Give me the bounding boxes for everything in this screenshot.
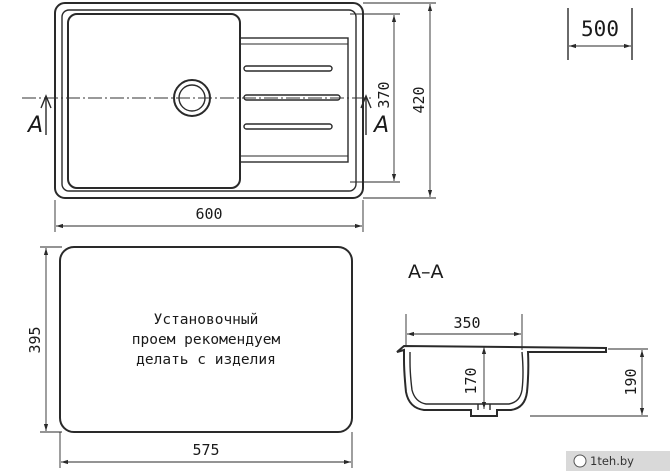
section-label-right: A: [372, 113, 389, 138]
width-dim-label: 600: [195, 205, 222, 223]
sink-outer-contour: [54, 2, 364, 199]
section-title: А–А: [408, 261, 444, 283]
cabinet-box: 500: [567, 8, 633, 60]
drainer-groove: [243, 94, 341, 101]
cutout-note-line3: делать с изделия: [136, 352, 276, 368]
section-label-left: A: [26, 113, 43, 138]
cutout-outline: [59, 246, 353, 433]
section-outer-profile: [396, 344, 607, 417]
watermark-logo-icon: [573, 454, 587, 468]
dimension-190: 190: [530, 348, 648, 417]
sink-top-view: [22, 2, 372, 199]
section-profile: [396, 344, 607, 417]
cutout-note-line2: проем рекомендуем: [132, 332, 281, 348]
dimension-600: 600: [54, 200, 364, 232]
dimension-395: 395: [26, 246, 62, 433]
section-drain-fitting: [477, 404, 491, 410]
cutout-view: Установочный проем рекомендуем делать с …: [59, 246, 353, 433]
dimension-575: 575: [59, 432, 353, 468]
bowl-width-dim-label: 350: [453, 314, 480, 332]
cutout-width-dim-label: 575: [192, 441, 219, 459]
drainer-groove: [243, 65, 333, 72]
cutout-height-dim-label: 395: [26, 326, 44, 353]
dimension-350: 350: [405, 314, 523, 350]
watermark-text: 1teh.by: [590, 454, 634, 468]
sink-bowl: [67, 13, 241, 189]
watermark: 1teh.by: [566, 451, 670, 471]
section-inner-profile: [409, 351, 524, 405]
section-marker-left: A: [26, 94, 52, 138]
watermark-background: [566, 451, 670, 471]
cutout-note-line1: Установочный: [154, 312, 259, 328]
sink-inner-rim: [61, 9, 357, 192]
height-dim-label: 420: [410, 86, 428, 113]
dimension-370: 370: [350, 13, 400, 183]
section-marker-right: A: [360, 94, 389, 138]
dimension-170: 170: [462, 347, 487, 409]
dimension-420: 420: [363, 2, 436, 199]
bowl-depth-dim-label: 170: [462, 367, 480, 394]
bowl-height-dim-label: 370: [375, 81, 393, 108]
drainer-board: [239, 37, 349, 163]
drainer-groove: [243, 123, 333, 130]
cabinet-width-label: 500: [581, 17, 619, 41]
total-depth-dim-label: 190: [622, 368, 640, 395]
